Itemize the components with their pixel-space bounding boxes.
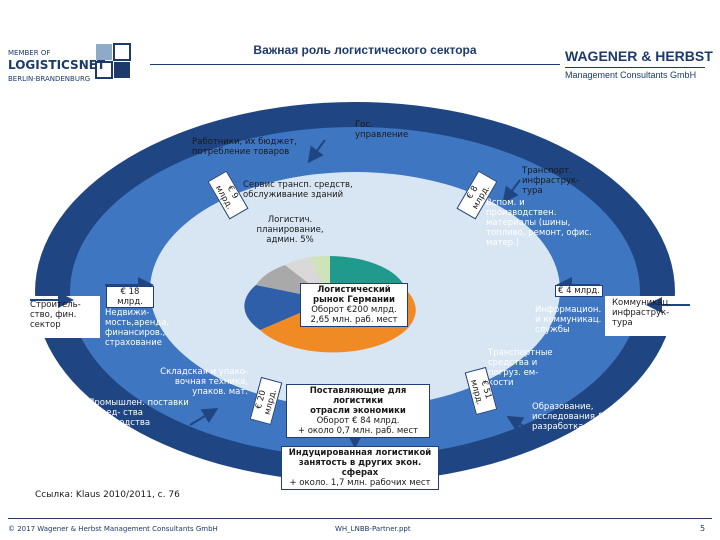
logisticsnet-logo-icon [95,43,131,79]
left-logo: MEMBER OF LOGISTICSNET BERLIN-BRANDENBUR… [8,40,158,100]
amount-a18: € 18 млрд. [106,286,154,308]
label-real-estate: Недвижи- мость,аренда, финансиров., стра… [105,308,170,348]
induced-line2: занятость в других экон. сферах [298,458,422,478]
label-industrial: Промышлен. поставки и сред- ства произво… [88,398,189,428]
suppliers-line4: + около 0,7 млн. раб. мест [297,426,419,436]
label-communications: Коммуникац. инфраструк- тура [612,298,672,328]
induced-line3: + около. 1,7 млн. рабочих мест [289,478,431,488]
induced-box: Индуцированная логистикой занятость в др… [281,446,439,490]
footer-filename: WH_LNBB-Partner.ppt [335,525,411,533]
right-logo-rule [565,67,705,68]
logo-line2: LOGISTICSNET [8,58,106,72]
center-line1: Логистический [317,285,391,295]
footer-copyright: © 2017 Wagener & Herbst Management Consu… [8,525,218,533]
title-rule [150,64,560,65]
label-planning: Логистич. планирование, админ. 5% [256,215,324,245]
center-line2: рынок Германии [313,295,395,305]
suppliers-line1: Поставляющие для логистики [309,386,407,406]
suppliers-box: Поставляющие для логистики отрасли эконо… [286,384,430,438]
logo-line1: MEMBER OF [8,49,51,57]
label-aux-materials: Вспом. и производствен. материалы (шины,… [486,198,592,248]
suppliers-line2: отрасли экономики [310,406,406,416]
center-market-box: Логистический рынок Германии Оборот €200… [300,283,408,327]
induced-line1: Индуцированная логистикой [288,448,432,458]
arrow-education [506,415,531,432]
right-logo-name: WAGENER & HERBST [565,48,713,64]
source-note: Ссылка: Klaus 2010/2011, с. 76 [35,490,180,500]
label-service: Сервис трансп. средств, обслуживание зда… [243,180,353,200]
label-transport-infra: Транспорт. инфраструк- тура [522,166,580,196]
label-warehouse: Складская и упако- вочная техника, упако… [160,367,248,397]
center-line3: Оборот €200 млрд. [311,305,397,315]
center-line4: 2,65 млн. раб. мест [310,315,398,325]
label-construction: Строитель- ство, фин. сектор [30,300,81,330]
amount-a4: € 4 млрд. [555,285,603,297]
suppliers-line3: Оборот € 84 млрд. [316,416,400,426]
label-education: Образование, исследования & разработка [532,402,605,432]
right-logo-sub: Management Consultants GmbH [565,70,697,80]
label-gov: Гос. управление [355,120,409,140]
footer-rule [8,518,712,519]
page-number: 5 [700,524,706,533]
arrow-industrial [189,407,219,426]
label-workers: Работники, их бюджет, потребление товаро… [192,137,297,157]
label-info-comm: Информацион. и коммуникац. службы [535,305,602,335]
logo-line3: BERLIN-BRANDENBURG [8,75,91,83]
label-vehicles: Транспортные средства и погруз. ем- кост… [488,348,553,388]
arrow-transport-infra [502,179,521,204]
page-title: Важная роль логистического сектора [253,43,477,57]
arrow-gov [307,139,326,164]
right-logo: WAGENER & HERBST Management Consultants … [565,48,715,88]
